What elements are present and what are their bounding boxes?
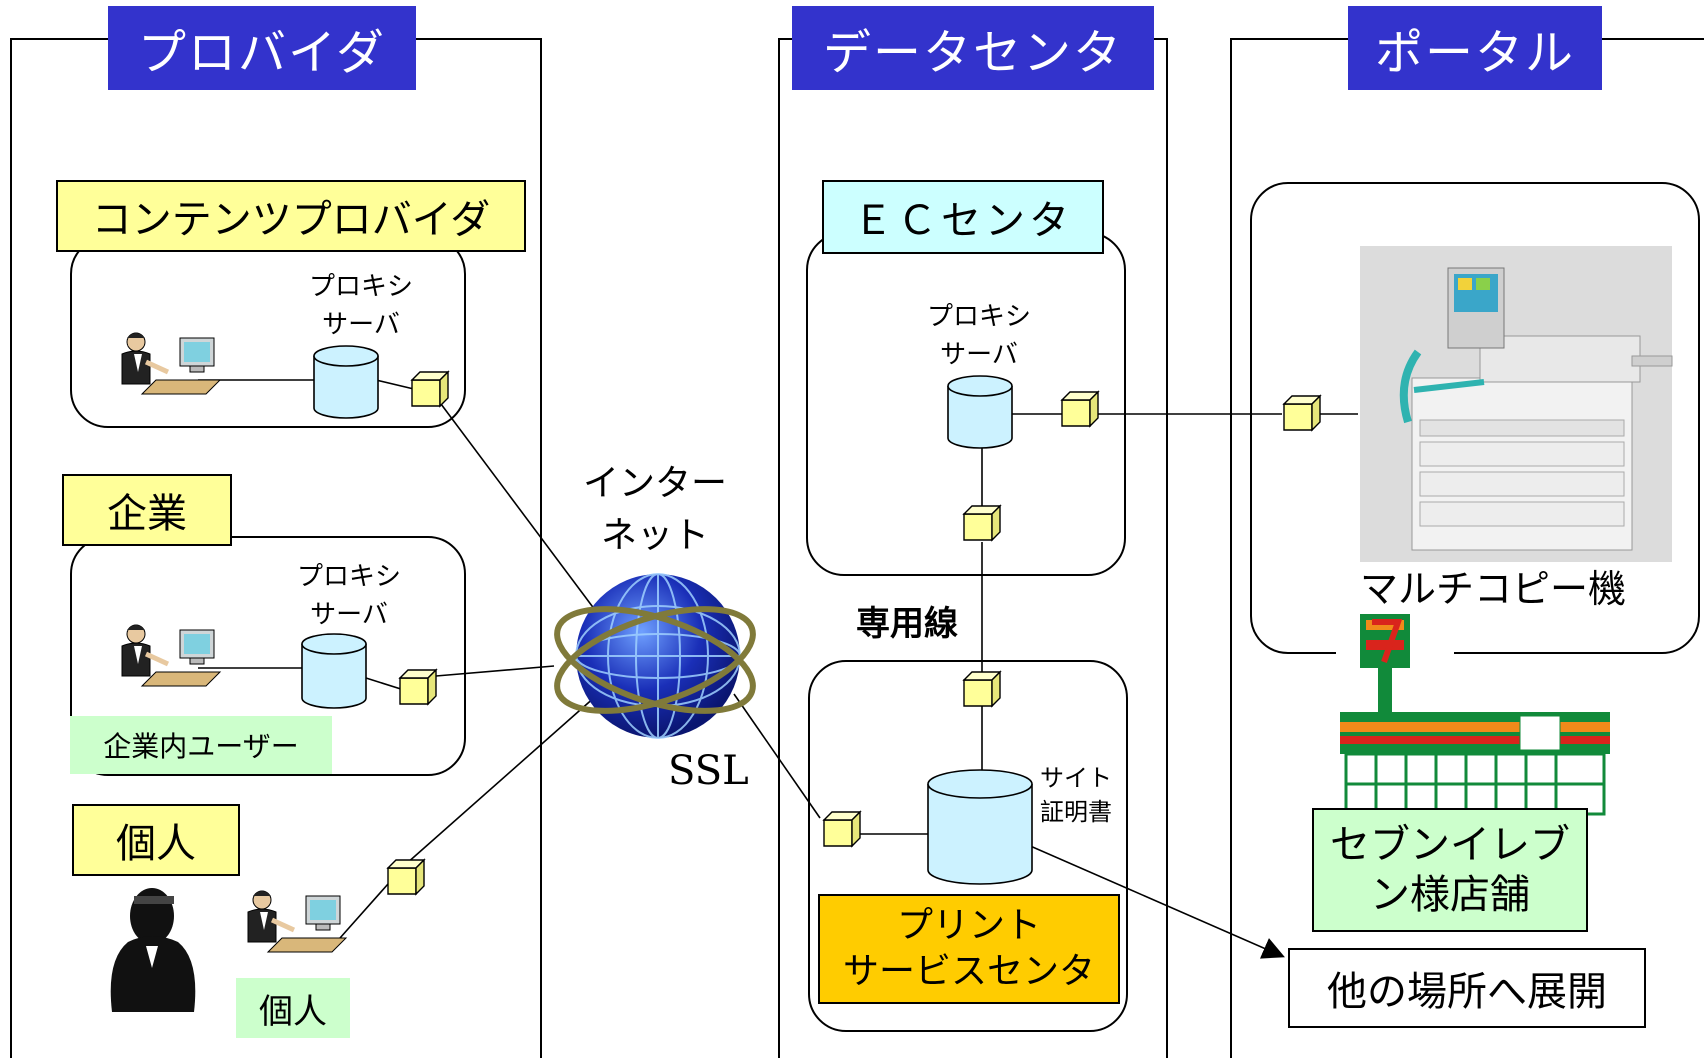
individual-label: 個人 xyxy=(72,804,240,876)
site-certificate-label-line1: サイト xyxy=(1040,764,1112,792)
internet-label-line2: ネット xyxy=(600,515,709,556)
ec-proxy-label-line2: サーバ xyxy=(940,340,1018,370)
print-service-center-label: プリント サービスセンタ xyxy=(818,894,1120,1004)
store-label-line2: ン様店舗 xyxy=(1370,872,1530,918)
database-cylinder-icon xyxy=(927,769,1033,885)
seven-eleven-store-label: セブンイレブ ン様店舗 xyxy=(1312,808,1588,932)
ec-center-label: ＥＣセンタ xyxy=(822,180,1104,254)
silhouette-person-icon xyxy=(110,888,196,1012)
person-at-computer-icon xyxy=(121,624,222,687)
store-label-line1: セブンイレブ xyxy=(1330,822,1570,868)
person-at-computer-icon xyxy=(247,890,348,953)
globe-icon xyxy=(554,573,756,739)
individual-user-label: 個人 xyxy=(236,978,350,1038)
content-proxy-label-line1: プロキシ xyxy=(308,272,413,302)
cube-connector-icon xyxy=(398,668,438,706)
content-provider-box xyxy=(70,236,466,428)
portal-column-title: ポータル xyxy=(1348,6,1602,90)
cube-connector-icon xyxy=(962,504,1002,542)
enterprise-proxy-label-line2: サーバ xyxy=(310,600,388,630)
cube-connector-icon xyxy=(962,670,1002,708)
print-center-line1: プリント xyxy=(896,905,1041,946)
cube-connector-icon xyxy=(386,858,426,896)
print-center-line2: サービスセンタ xyxy=(842,951,1095,992)
cube-connector-icon xyxy=(1282,394,1322,432)
internet-label-line1: インター xyxy=(582,463,727,504)
database-cylinder-icon xyxy=(313,345,379,419)
content-provider-label: コンテンツプロバイダ xyxy=(56,180,526,252)
ssl-label: SSL xyxy=(668,748,749,794)
cube-connector-icon xyxy=(410,370,450,408)
database-cylinder-icon xyxy=(301,633,367,709)
database-cylinder-icon xyxy=(947,375,1013,449)
site-certificate-label-line2: 証明書 xyxy=(1040,798,1112,826)
expand-elsewhere-label: 他の場所へ展開 xyxy=(1288,948,1646,1028)
connection-lines xyxy=(198,379,1358,959)
ec-proxy-label-line1: プロキシ xyxy=(926,302,1031,332)
dedicated-line-label: 専用線 xyxy=(856,604,958,644)
copier-machine-icon xyxy=(1360,246,1673,562)
cube-connector-icon xyxy=(822,810,862,848)
datacenter-column-title: データセンタ xyxy=(792,6,1154,90)
enterprise-user-label: 企業内ユーザー xyxy=(70,716,332,774)
enterprise-label: 企業 xyxy=(62,474,232,546)
provider-column-title: プロバイダ xyxy=(108,6,416,90)
content-proxy-label-line2: サーバ xyxy=(322,310,400,340)
person-at-computer-icon xyxy=(121,332,222,395)
cube-connector-icon xyxy=(1060,390,1100,428)
copier-label: マルチコピー機 xyxy=(1360,567,1627,611)
convenience-store-icon xyxy=(1336,608,1610,816)
enterprise-proxy-label-line1: プロキシ xyxy=(296,562,401,592)
